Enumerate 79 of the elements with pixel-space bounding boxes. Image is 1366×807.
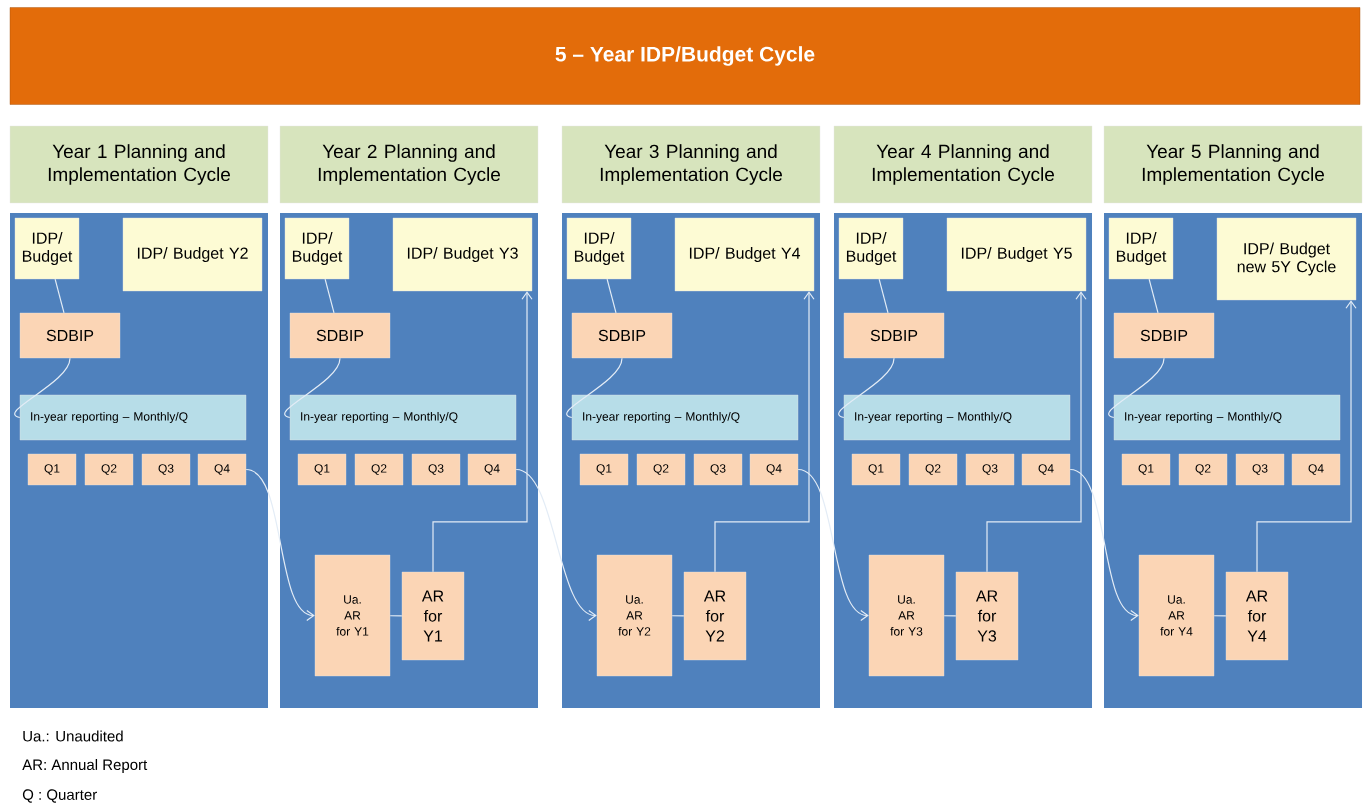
quarter-box: Q3 [1235, 453, 1285, 486]
quarter-box: Q2 [636, 453, 686, 486]
connector [14, 357, 71, 419]
connector [943, 615, 957, 617]
reporting-bar: In-year reporting – Monthly/Q [843, 394, 1071, 441]
quarter-box: Q2 [354, 453, 404, 486]
quarter-box: Q1 [851, 453, 901, 486]
process-box: IDP/ Budget [566, 217, 632, 280]
quarter-box: Q1 [1121, 453, 1171, 486]
process-box: IDP/ Budget Y5 [946, 217, 1087, 292]
connector [1108, 357, 1165, 419]
connector [1069, 468, 1139, 622]
quarter-box: Q4 [749, 453, 799, 486]
quarter-box: Q3 [965, 453, 1015, 486]
quarter-box: Q4 [467, 453, 517, 486]
year-heading-box: Year 2 Planning and Implementation Cycle [279, 125, 539, 204]
report-box: AR for Y2 [683, 571, 747, 661]
process-box: IDP/ Budget Y2 [122, 217, 263, 292]
legend-note: AR: Annual Report [22, 759, 148, 773]
quarter-box: Q3 [693, 453, 743, 486]
process-box: SDBIP [843, 312, 945, 359]
quarter-box: Q4 [197, 453, 247, 486]
connector [1256, 300, 1357, 573]
connector [432, 291, 533, 573]
report-box: AR for Y4 [1225, 571, 1289, 661]
report-box: AR for Y3 [955, 571, 1019, 661]
process-box: IDP/ Budget [838, 217, 904, 280]
quarter-box: Q1 [297, 453, 347, 486]
report-box: Ua. AR for Y4 [1138, 554, 1215, 677]
connector [245, 468, 315, 622]
reporting-bar: In-year reporting – Monthly/Q [1113, 394, 1341, 441]
process-box: SDBIP [19, 312, 121, 359]
legend-note: Ua.: Unaudited [23, 730, 123, 742]
year-heading-box: Year 1 Planning and Implementation Cycle [9, 125, 269, 204]
year-heading-box: Year 4 Planning and Implementation Cycle [833, 125, 1093, 204]
year-heading-box: Year 5 Planning and Implementation Cycle [1103, 125, 1363, 204]
report-box: Ua. AR for Y3 [868, 554, 945, 677]
connector [1213, 615, 1227, 617]
reporting-bar: In-year reporting – Monthly/Q [571, 394, 799, 441]
reporting-bar: In-year reporting – Monthly/Q [19, 394, 247, 441]
quarter-box: Q2 [908, 453, 958, 486]
title-banner: 5 – Year IDP/Budget Cycle [9, 7, 1361, 105]
quarter-box: Q2 [84, 453, 134, 486]
connector [797, 468, 869, 622]
report-box: AR for Y1 [401, 571, 465, 661]
connector [838, 357, 895, 419]
connector [986, 291, 1087, 573]
report-box: Ua. AR for Y1 [314, 554, 391, 677]
connector [389, 615, 403, 617]
process-box: SDBIP [1113, 312, 1215, 359]
process-box: IDP/ Budget new 5Y Cycle [1216, 217, 1357, 301]
connector [671, 615, 685, 617]
process-box: IDP/ Budget [284, 217, 350, 280]
process-box: IDP/ Budget [14, 217, 80, 280]
process-box: IDP/ Budget [1108, 217, 1174, 280]
quarter-box: Q2 [1178, 453, 1228, 486]
connector [515, 468, 597, 622]
quarter-box: Q4 [1291, 453, 1341, 486]
year-heading-box: Year 3 Planning and Implementation Cycle [561, 125, 821, 204]
connector [284, 357, 341, 419]
process-box: SDBIP [571, 312, 673, 359]
connector [878, 278, 889, 314]
quarter-box: Q3 [411, 453, 461, 486]
quarter-box: Q1 [579, 453, 629, 486]
legend-note: Q : Quarter [22, 789, 97, 803]
process-box: IDP/ Budget Y3 [392, 217, 533, 292]
quarter-box: Q1 [27, 453, 77, 486]
report-box: Ua. AR for Y2 [596, 554, 673, 677]
connector [606, 278, 617, 314]
process-box: SDBIP [289, 312, 391, 359]
quarter-box: Q3 [141, 453, 191, 486]
connector [324, 278, 335, 314]
reporting-bar: In-year reporting – Monthly/Q [289, 394, 517, 441]
quarter-box: Q4 [1021, 453, 1071, 486]
connector [566, 357, 623, 419]
connector [714, 291, 815, 573]
process-box: IDP/ Budget Y4 [674, 217, 815, 292]
connector [54, 278, 65, 314]
connector [1148, 278, 1159, 314]
